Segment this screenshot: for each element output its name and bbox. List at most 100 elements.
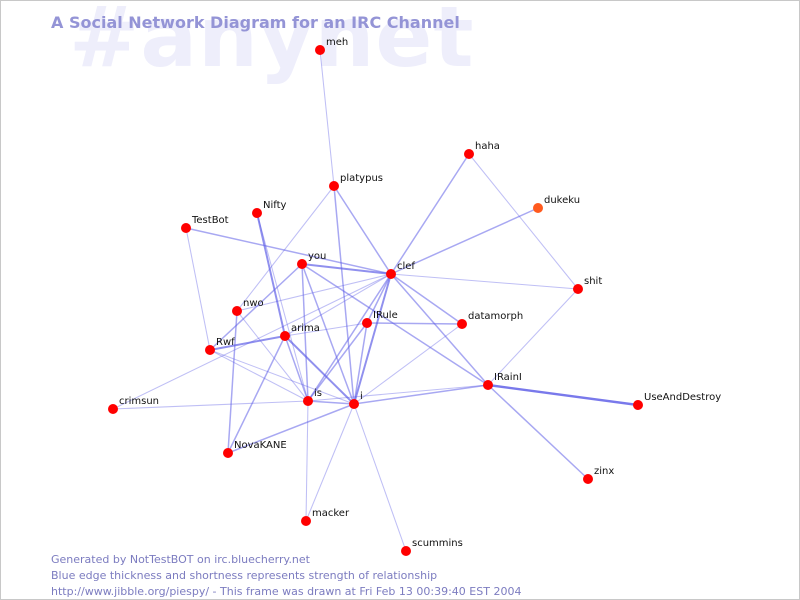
- edge-IRainI-zinx: [487, 384, 589, 480]
- node-Rwf: Rwf: [205, 337, 235, 355]
- edge-platypus-clef: [333, 185, 392, 275]
- node-clef: clef: [386, 261, 415, 279]
- node-shit: shit: [573, 276, 602, 294]
- edge-clef-IRainI: [390, 273, 489, 386]
- node-label: is: [314, 388, 322, 399]
- node-label: crimsun: [119, 396, 159, 407]
- node-label: shit: [584, 276, 602, 287]
- edge-Rwf-is: [209, 349, 309, 402]
- node-IRule: IRule: [362, 310, 398, 328]
- node-platypus: platypus: [329, 173, 383, 191]
- edge-IRule-datamorph: [366, 322, 463, 325]
- edge-clef-i: [353, 273, 392, 405]
- edge-i-is: [307, 400, 355, 405]
- node-label: haha: [475, 141, 500, 152]
- edge-meh-platypus: [319, 49, 335, 187]
- edge-you-Rwf: [209, 263, 303, 351]
- edge-Nifty-arima: [256, 212, 286, 337]
- node-label: you: [308, 251, 326, 262]
- edge-platypus-nwo: [236, 185, 335, 312]
- node-is: is: [303, 388, 322, 406]
- node-dot: [457, 319, 467, 329]
- footer-generated-by: Generated by NotTestBOT on irc.bluecherr…: [51, 553, 310, 566]
- node-dot: [349, 399, 359, 409]
- edge-IRainI-UseAndDestroy: [487, 383, 639, 407]
- edge-clef-IRule: [366, 273, 392, 324]
- edge-clef-datamorph: [390, 273, 463, 325]
- edge-haha-clef: [390, 153, 470, 275]
- node-label: datamorph: [468, 311, 523, 322]
- node-dot: [329, 181, 339, 191]
- channel-watermark: #anynet: [69, 0, 475, 86]
- node-UseAndDestroy: UseAndDestroy: [633, 392, 721, 410]
- node-dot: [386, 269, 396, 279]
- footer-url-timestamp: http://www.jibble.org/piespy/ - This fra…: [51, 585, 522, 598]
- edge-IRule-i: [353, 322, 368, 405]
- node-label: Rwf: [216, 337, 235, 348]
- edge-clef-is: [307, 273, 392, 402]
- node-label: nwo: [243, 298, 264, 309]
- edge-platypus-i: [333, 185, 355, 405]
- node-dot: [573, 284, 583, 294]
- edge-TestBot-Rwf: [185, 227, 211, 351]
- node-dot: [252, 208, 262, 218]
- edge-arima-Rwf: [209, 335, 286, 351]
- node-i: i: [349, 391, 363, 409]
- edge-you-clef: [301, 263, 392, 275]
- node-Nifty: Nifty: [252, 200, 287, 218]
- node-label: macker: [312, 508, 350, 519]
- node-TestBot: TestBot: [181, 215, 229, 233]
- node-crimsun: crimsun: [108, 396, 159, 414]
- edge-TestBot-clef: [185, 227, 392, 275]
- node-dot: [297, 259, 307, 269]
- node-arima: arima: [280, 323, 320, 341]
- node-dot: [483, 380, 493, 390]
- node-dot: [315, 45, 325, 55]
- node-dot: [464, 149, 474, 159]
- node-dot: [303, 396, 313, 406]
- node-dot: [205, 345, 215, 355]
- edge-is-macker: [305, 400, 309, 522]
- node-label: IRainI: [494, 372, 522, 383]
- node-zinx: zinx: [583, 466, 614, 484]
- node-label: i: [360, 391, 363, 402]
- node-label: TestBot: [191, 215, 229, 226]
- edge-IRule-is: [307, 322, 368, 402]
- node-label: IRule: [373, 310, 398, 321]
- edge-IRule-arima: [284, 322, 368, 337]
- node-dot: [533, 203, 543, 213]
- node-dot: [223, 448, 233, 458]
- edge-nwo-is: [236, 310, 309, 402]
- edge-you-is: [301, 263, 309, 402]
- node-dot: [362, 318, 372, 328]
- edge-i-datamorph: [353, 323, 463, 405]
- edge-i-NovaKANE: [227, 403, 355, 454]
- edge-is-IRainI: [307, 384, 489, 402]
- node-dot: [583, 474, 593, 484]
- node-nwo: nwo: [232, 298, 264, 316]
- node-label: zinx: [594, 466, 614, 477]
- edge-haha-shit: [468, 153, 579, 290]
- node-datamorph: datamorph: [457, 311, 523, 329]
- node-haha: haha: [464, 141, 500, 159]
- footer-legend: Blue edge thickness and shortness repres…: [51, 569, 438, 582]
- node-label: NovaKANE: [234, 440, 287, 451]
- edge-i-macker: [305, 403, 355, 522]
- edge-nwo-clef: [236, 273, 392, 312]
- node-dot: [301, 516, 311, 526]
- node-label: scummins: [412, 538, 463, 549]
- node-meh: meh: [315, 37, 348, 55]
- edge-arima-NovaKANE: [227, 335, 286, 454]
- edge-i-IRainI: [353, 384, 489, 405]
- node-dot: [401, 546, 411, 556]
- node-layer: mehhahaplatypusdukekuNiftyTestBotyouclef…: [108, 37, 721, 556]
- edge-arima-is: [284, 335, 309, 402]
- edge-nwo-NovaKANE: [227, 310, 238, 454]
- node-label: platypus: [340, 173, 383, 184]
- edge-clef-arima: [284, 273, 392, 337]
- node-macker: macker: [301, 508, 350, 526]
- node-IRainI: IRainI: [483, 372, 522, 390]
- node-label: Nifty: [263, 200, 287, 211]
